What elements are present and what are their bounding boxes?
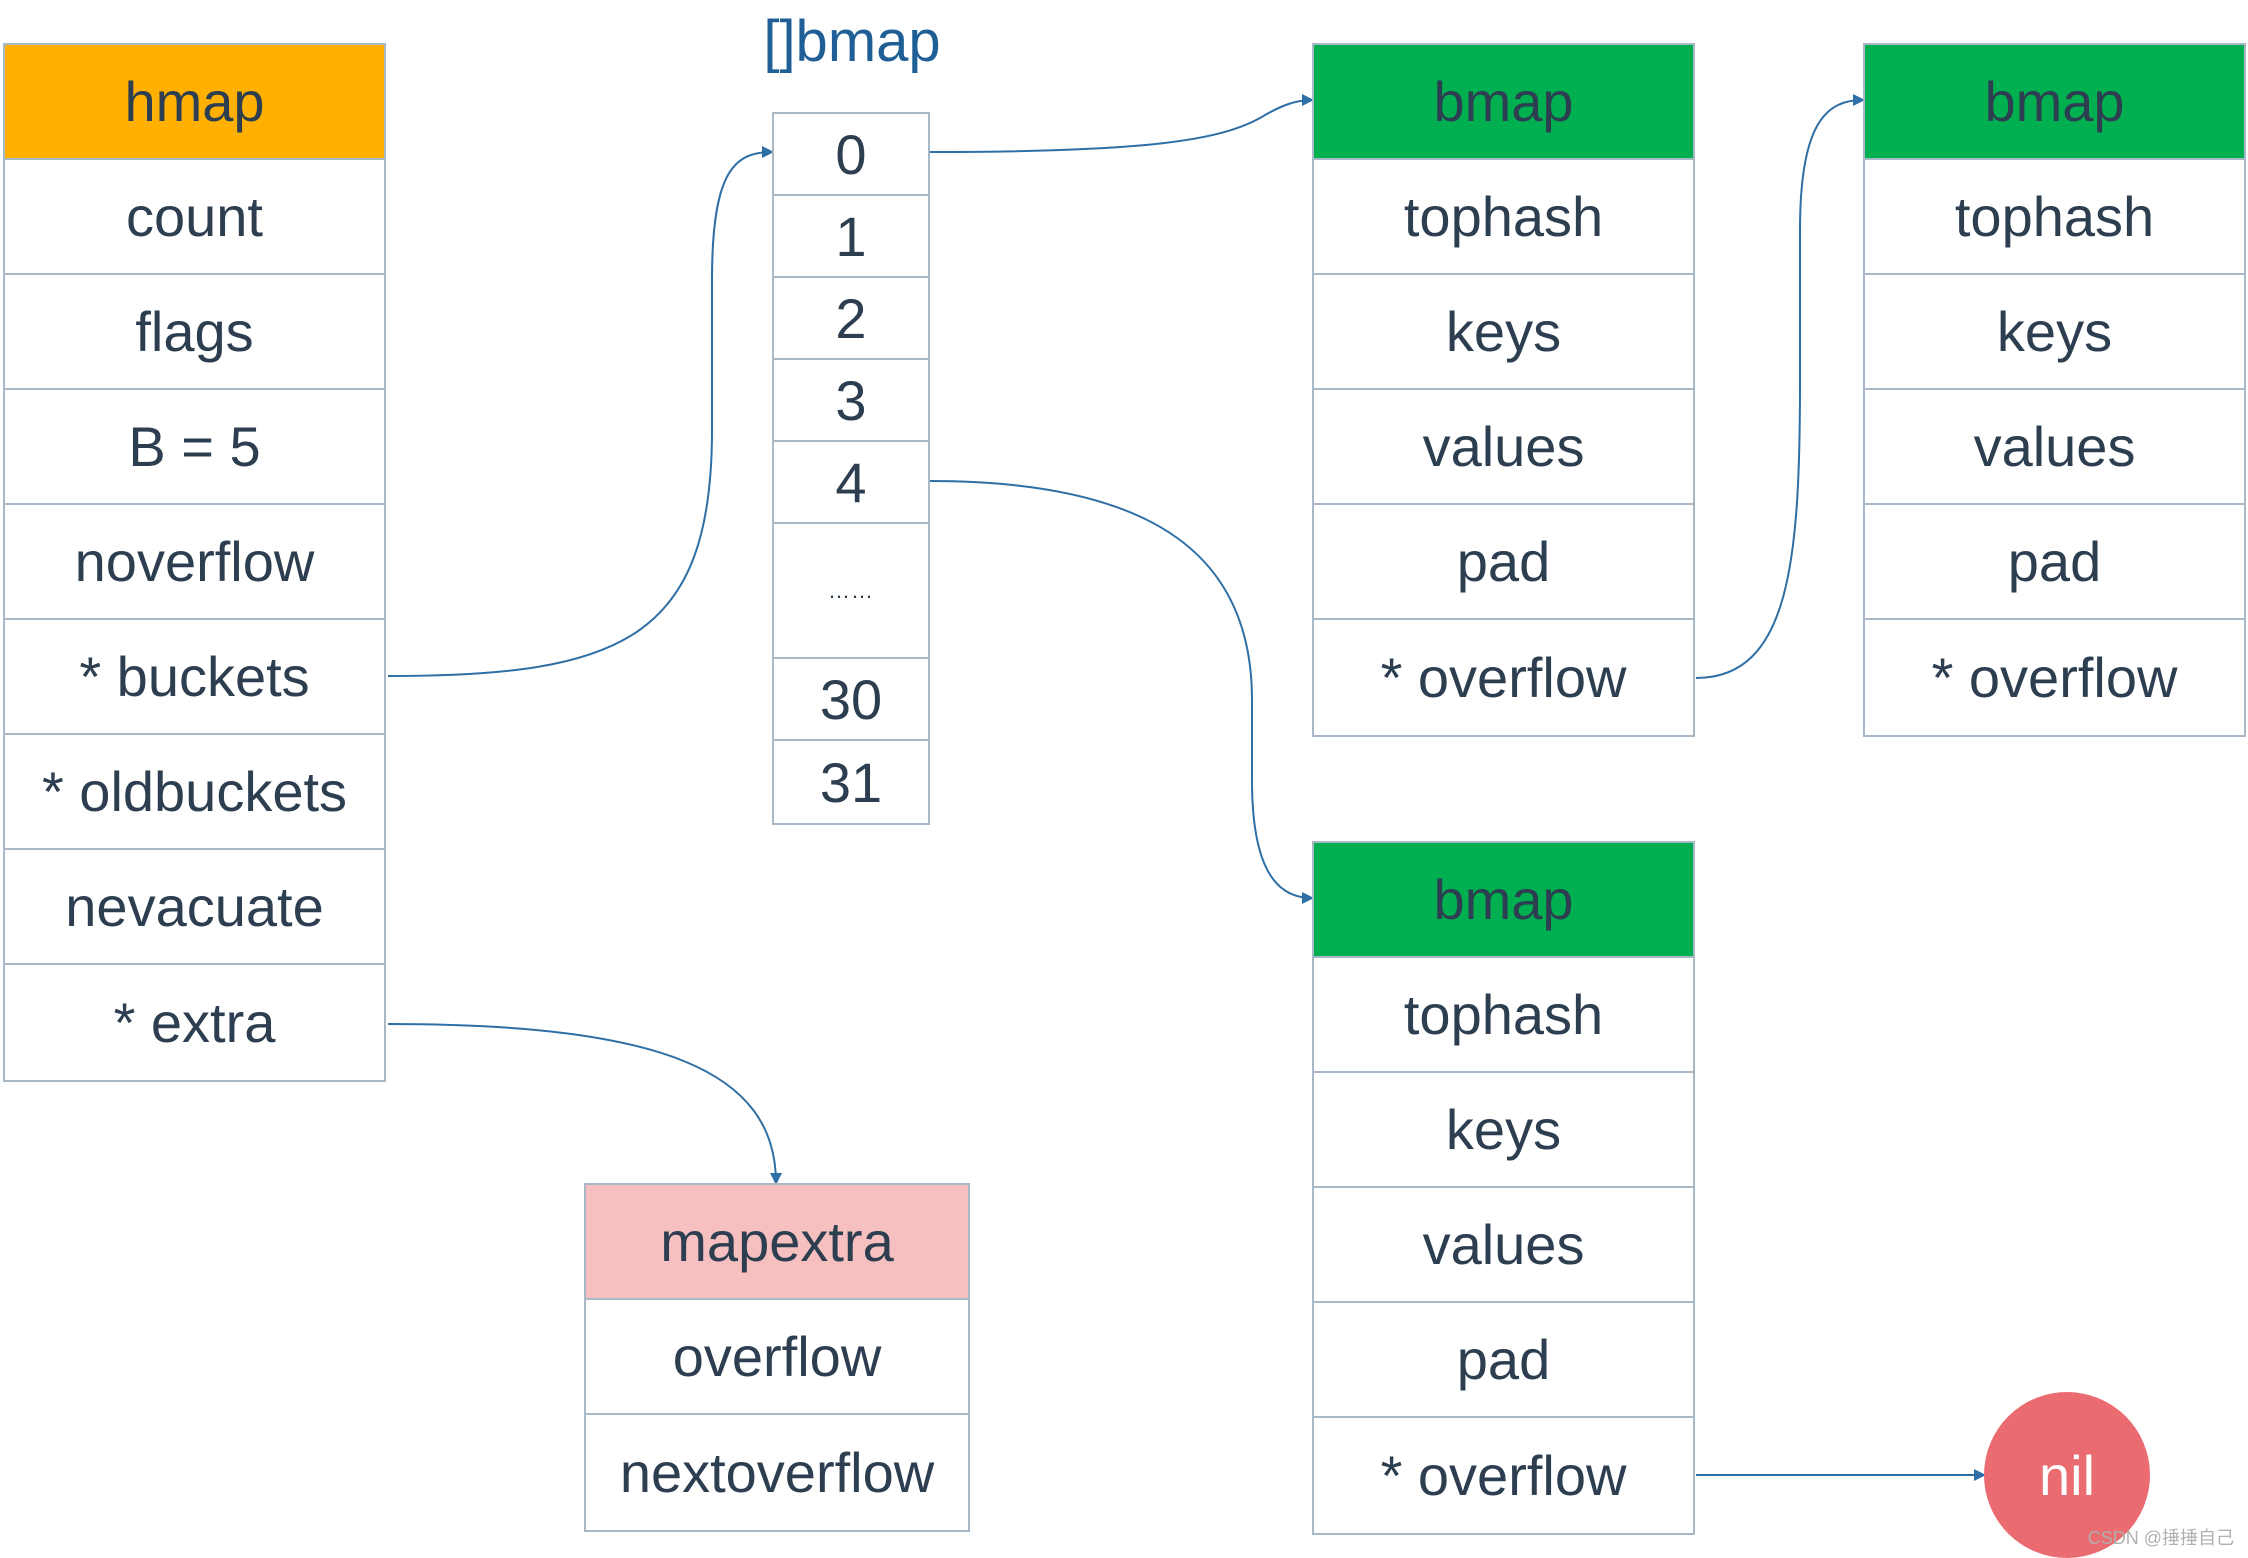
bmap-bucket-0: bmap tophash keys values pad * overflow [1312,43,1695,737]
bmap-field-values: values [1314,1188,1693,1303]
bucket-array: 0 1 2 3 4 …… 30 31 [772,112,930,825]
mapextra-struct: mapextra overflow nextoverflow [584,1183,970,1532]
hmap-field-buckets: * buckets [5,620,384,735]
arrow-buckets-to-array [387,146,774,677]
bmap-bucket-4: bmap tophash keys values pad * overflow [1312,841,1695,1535]
bmap-field-keys: keys [1314,1073,1693,1188]
hmap-field-noverflow: noverflow [5,505,384,620]
bmap-field-values: values [1314,390,1693,505]
bmap-field-pad: pad [1314,1303,1693,1418]
arrow-bucket0-to-bmap [929,94,1314,153]
bmap-header: bmap [1314,45,1693,160]
bmap-field-keys: keys [1865,275,2244,390]
mapextra-field-overflow: overflow [586,1300,968,1415]
hmap-field-extra: * extra [113,991,276,1054]
bmap-header: bmap [1865,45,2244,160]
bmap-field-tophash: tophash [1314,958,1693,1073]
bucket-cell-4: 4 [774,442,928,524]
bucket-cell-3: 3 [774,360,928,442]
bmap-field-pad: pad [1314,505,1693,620]
bucket-cell-0: 0 [774,114,928,196]
hmap-field-b: B = 5 [5,390,384,505]
hmap-struct: hmap count flags B = 5 noverflow * bucke… [3,43,386,1082]
arrow-bucket4-to-bmap [929,480,1314,904]
bucket-cell-ellipsis: …… [774,524,928,659]
mapextra-header: mapextra [586,1185,968,1300]
bmap-header: bmap [1314,843,1693,958]
arrow-overflow-to-bmap [1695,94,1865,679]
bmap-field-overflow: * overflow [1380,1444,1627,1507]
bucket-cell-2: 2 [774,278,928,360]
arrow-extra-to-mapextra [387,1023,782,1185]
bmap-field-tophash: tophash [1865,160,2244,275]
bmap-field-tophash: tophash [1314,160,1693,275]
nil-node: nil [1984,1392,2150,1558]
bmap-field-values: values [1865,390,2244,505]
hmap-field-nevacuate: nevacuate [5,850,384,965]
bmap-field-overflow: * overflow [1931,646,2178,709]
bucket-cell-30: 30 [774,659,928,741]
hmap-field-oldbuckets: * oldbuckets [5,735,384,850]
bmap-field-pad: pad [1865,505,2244,620]
hmap-field-flags: flags [5,275,384,390]
bmap-overflow-bucket: bmap tophash keys values pad * overflow [1863,43,2246,737]
watermark: CSDN @捶捶自己 [2087,1528,2234,1548]
mapextra-field-nextoverflow: nextoverflow [619,1441,935,1504]
bmap-field-keys: keys [1314,275,1693,390]
bmap-field-overflow: * overflow [1380,646,1627,709]
hmap-field-count: count [5,160,384,275]
bucket-cell-31: 31 [819,750,883,814]
bucket-cell-1: 1 [774,196,928,278]
bucket-array-title: []bmap [763,9,941,74]
hmap-header: hmap [5,45,384,160]
